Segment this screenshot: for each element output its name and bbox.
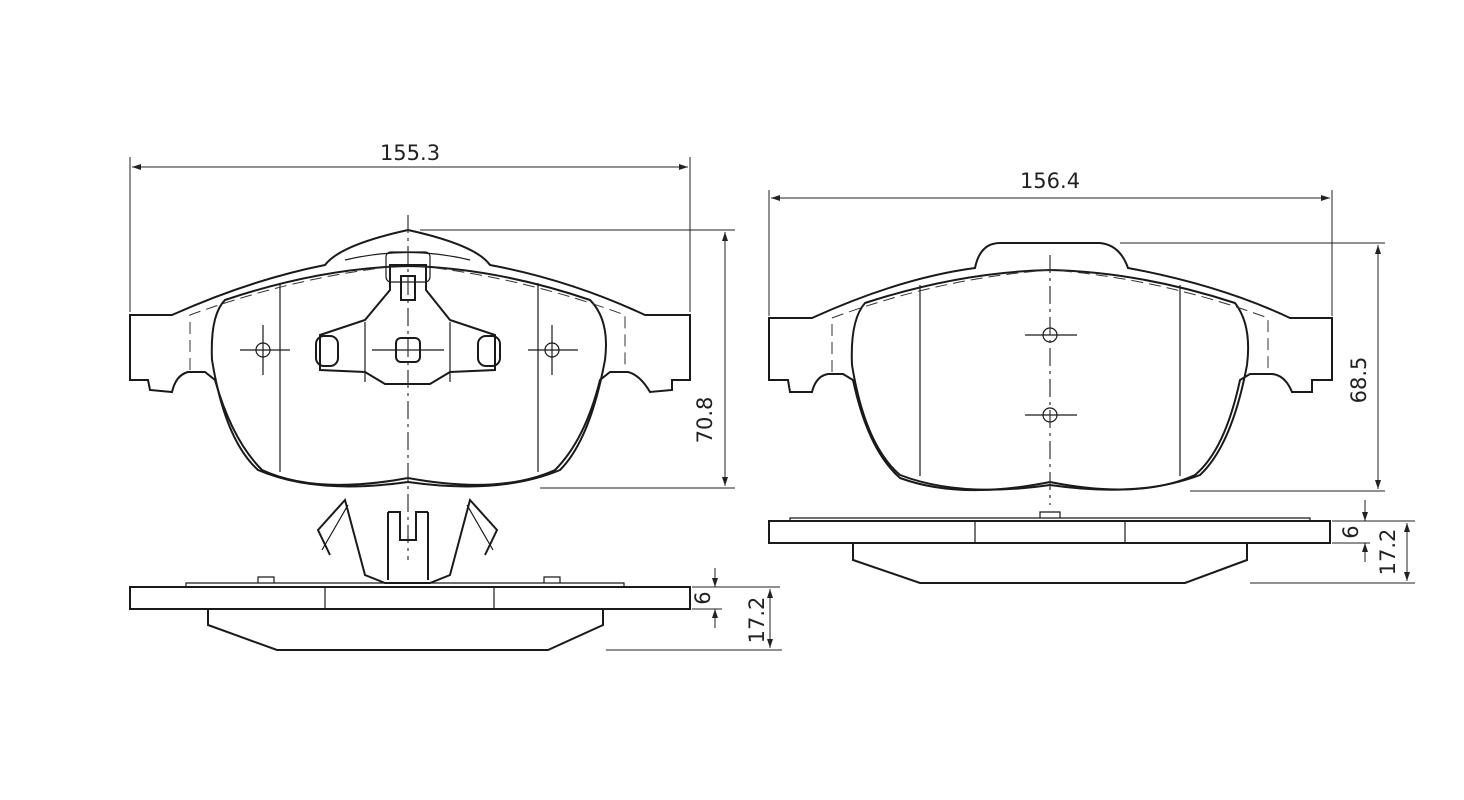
right-height-dimension: 68.5 [1347, 357, 1371, 404]
left-chamfer-lines [279, 283, 539, 472]
left-clip-lines [364, 322, 451, 382]
right-dimensions: 156.4 68.5 6 17.2 [768, 169, 1415, 584]
left-width-dimension: 155.3 [380, 141, 440, 165]
right-pad-front-view [768, 242, 1385, 505]
left-dimensions: 155.3 70.8 6 17.2 [129, 141, 782, 651]
left-side-friction [207, 609, 604, 651]
left-clip-pin-left [315, 335, 339, 367]
right-side-lines [974, 521, 1126, 543]
left-side-backing [129, 586, 691, 610]
left-thickness-dimension: 17.2 [745, 597, 769, 644]
right-thickness-dimension: 17.2 [1376, 529, 1400, 576]
left-pad-front-view [129, 215, 691, 560]
left-friction-material [210, 264, 607, 488]
left-side-shim [185, 576, 625, 587]
left-backing-dimension: 6 [691, 591, 715, 604]
left-pad-side-view [129, 576, 691, 651]
left-height-dimension: 70.8 [693, 397, 717, 444]
left-crosshair-1 [240, 325, 290, 375]
right-chamfer-lines [919, 285, 1181, 476]
right-side-backing [768, 520, 1331, 544]
right-pad-side-view [768, 511, 1331, 584]
left-crosshair-2 [528, 325, 578, 375]
right-backing-dimension: 6 [1339, 525, 1363, 538]
right-width-dimension: 156.4 [1020, 169, 1080, 193]
right-friction-material [850, 268, 1250, 491]
right-side-shim [789, 511, 1311, 521]
right-backing-plate [768, 242, 1333, 492]
right-side-friction [852, 543, 1248, 584]
left-side-lines [324, 587, 495, 609]
left-clip-pin-right [477, 335, 501, 367]
